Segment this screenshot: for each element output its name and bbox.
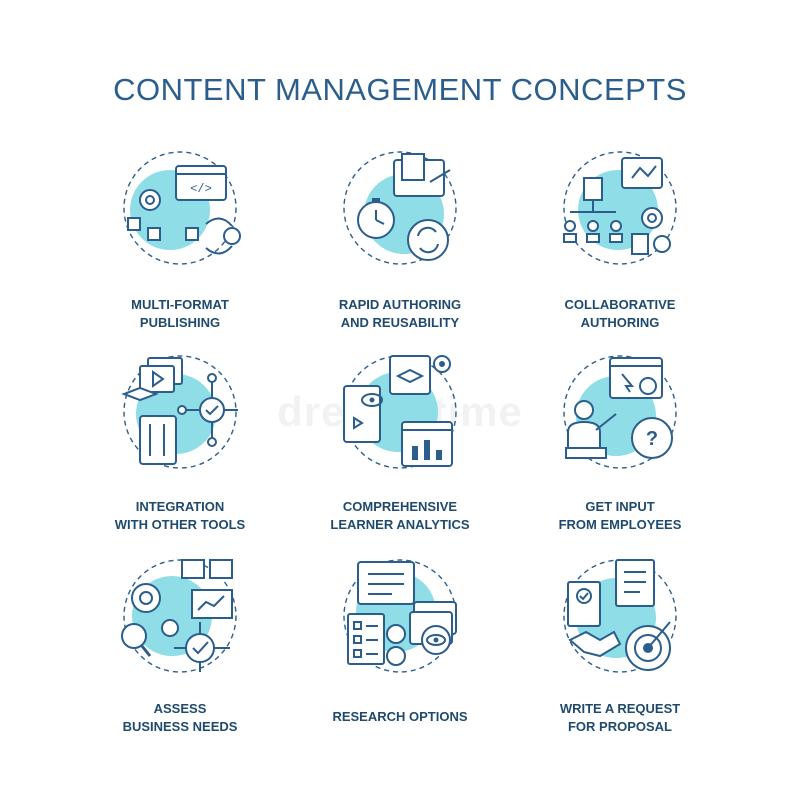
concept-label: MULTI-FORMAT PUBLISHING — [131, 297, 229, 330]
page-title: CONTENT MANAGEMENT CONCEPTS — [113, 72, 687, 107]
integration-icon — [121, 355, 238, 469]
request-for-proposal-icon — [563, 559, 677, 673]
concept-card: INTEGRATION WITH OTHER TOOLS — [60, 352, 300, 552]
concept-label: WRITE A REQUEST FOR PROPOSAL — [559, 701, 681, 734]
concept-card: </> MULTI-FORMAT PUBLISHING — [60, 148, 300, 348]
concept-label: GET INPUT FROM EMPLOYEES — [558, 499, 682, 532]
concept-label: RESEARCH OPTIONS — [332, 709, 468, 724]
concept-label: ASSESS BUSINESS NEEDS — [122, 701, 238, 734]
research-options-icon — [343, 559, 457, 673]
concept-label: COLLABORATIVE AUTHORING — [564, 297, 676, 330]
employee-input-icon: ? — [563, 355, 677, 469]
concept-card: ASSESS BUSINESS NEEDS — [60, 556, 300, 756]
concept-card: WRITE A REQUEST FOR PROPOSAL — [500, 556, 740, 756]
concept-label: INTEGRATION WITH OTHER TOOLS — [114, 499, 246, 532]
concept-card: ? GET INPUT FROM EMPLOYEES — [500, 352, 740, 552]
concept-card: RESEARCH OPTIONS — [280, 556, 520, 756]
concept-label: COMPREHENSIVE LEARNER ANALYTICS — [330, 499, 470, 532]
concept-card: COMPREHENSIVE LEARNER ANALYTICS — [280, 352, 520, 552]
concept-label: RAPID AUTHORING AND REUSABILITY — [338, 297, 462, 330]
svg-text:?: ? — [646, 428, 658, 450]
svg-text:</>: </> — [190, 182, 212, 196]
concept-card: COLLABORATIVE AUTHORING — [500, 148, 740, 348]
business-needs-icon — [121, 559, 237, 673]
rapid-authoring-icon — [343, 151, 457, 265]
collaborative-authoring-icon — [563, 151, 677, 265]
concept-card: RAPID AUTHORING AND REUSABILITY — [280, 148, 520, 348]
learner-analytics-icon — [343, 355, 457, 469]
multi-format-publishing-icon: </> — [123, 151, 241, 265]
